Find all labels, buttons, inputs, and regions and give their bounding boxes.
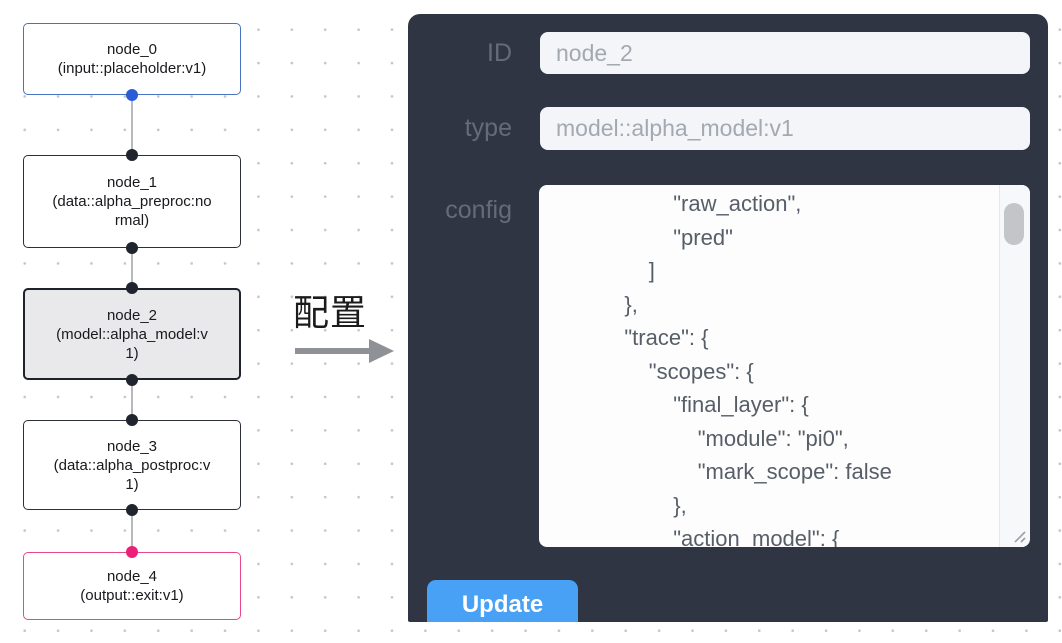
type-field-label: type — [464, 114, 512, 142]
graph-node-node_1[interactable]: node_1 (data::alpha_preproc:normal) — [23, 155, 241, 248]
output-port-node_1[interactable] — [126, 242, 138, 254]
update-button[interactable]: Update — [427, 580, 578, 622]
configure-transition: 配置 — [293, 293, 397, 366]
edge-node1-node2 — [131, 248, 133, 288]
config-field-label: config — [445, 196, 512, 224]
output-port-node_3[interactable] — [126, 504, 138, 516]
configure-label: 配置 — [293, 292, 368, 333]
graph-node-node_2[interactable]: node_2 (model::alpha_model:v1) — [23, 288, 241, 380]
edge-node3-node4 — [131, 510, 133, 552]
graph-node-node_0[interactable]: node_0 (input::placeholder:v1) — [23, 23, 241, 95]
input-port-node_4[interactable] — [126, 546, 138, 558]
output-port-node_2[interactable] — [126, 374, 138, 386]
edge-node0-node1 — [131, 95, 133, 155]
config-textarea[interactable]: "raw_action", "pred" ] }, "trace": { "sc… — [539, 185, 1030, 547]
type-input[interactable] — [540, 107, 1030, 150]
config-editor: "raw_action", "pred" ] }, "trace": { "sc… — [539, 185, 1030, 547]
node-config-panel: ID type config "raw_action", "pred" ] },… — [408, 14, 1048, 622]
output-port-node_0[interactable] — [126, 89, 138, 101]
input-port-node_2[interactable] — [126, 282, 138, 294]
resize-handle-icon[interactable] — [1011, 528, 1027, 544]
id-field-label: ID — [487, 39, 512, 67]
input-port-node_1[interactable] — [126, 149, 138, 161]
id-input[interactable] — [540, 32, 1030, 74]
input-port-node_3[interactable] — [126, 414, 138, 426]
graph-node-node_3[interactable]: node_3 (data::alpha_postproc:v1) — [23, 420, 241, 510]
config-scrollbar-track[interactable] — [999, 185, 1030, 547]
graph-node-node_4[interactable]: node_4 (output::exit:v1) — [23, 552, 241, 620]
config-scrollbar-thumb[interactable] — [1004, 203, 1024, 245]
right-arrow-icon — [295, 339, 394, 363]
edge-node2-node3 — [131, 380, 133, 420]
